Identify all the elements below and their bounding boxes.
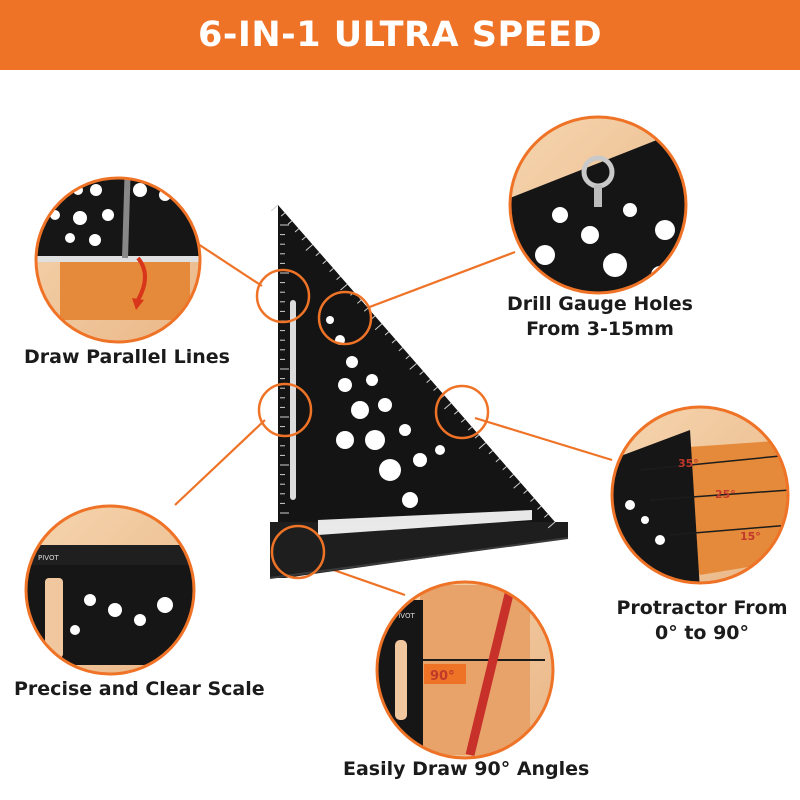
ruler-tick bbox=[398, 347, 403, 352]
callout-protractor: 35° 25° 15° bbox=[610, 405, 790, 585]
ruler-tick bbox=[513, 481, 521, 489]
ruler-tick bbox=[374, 323, 383, 331]
ruler-tick bbox=[433, 386, 438, 391]
callout-drill-gauge bbox=[508, 115, 688, 295]
angle-label-15: 15° bbox=[740, 530, 761, 543]
callout-angle-pivot: PIVOT bbox=[394, 612, 415, 620]
ruler-tick bbox=[384, 331, 390, 336]
ruler-tick bbox=[405, 355, 410, 360]
callout-precise-scale: PIVOT bbox=[24, 504, 196, 676]
label-drill-line2: From 3-15mm bbox=[526, 318, 674, 340]
speed-square-ruler-ticks bbox=[270, 204, 556, 529]
drill-gauge-holes bbox=[326, 316, 445, 508]
label-angle-text: Easily Draw 90° Angles bbox=[343, 758, 590, 780]
ruler-tick bbox=[287, 220, 293, 225]
ruler-tick bbox=[322, 260, 327, 265]
ruler-tick bbox=[547, 521, 556, 529]
header-banner: 6-IN-1 ULTRA SPEED bbox=[0, 0, 800, 70]
ruler-tick bbox=[391, 339, 397, 344]
drill-hole bbox=[435, 445, 445, 455]
ruler-tick bbox=[294, 228, 300, 233]
angle-label-90: 90° bbox=[430, 669, 455, 684]
drill-hole bbox=[365, 430, 385, 450]
highlight-circles bbox=[255, 268, 490, 580]
ruler-tick bbox=[474, 434, 480, 439]
banner-title: 6-IN-1 ULTRA SPEED bbox=[197, 15, 602, 55]
ruler-tick bbox=[280, 212, 286, 217]
ruler-tick bbox=[444, 402, 452, 410]
ruler-tick bbox=[453, 410, 459, 415]
angle-label-35: 35° bbox=[678, 457, 699, 470]
ruler-tick bbox=[336, 275, 341, 280]
drill-hole bbox=[346, 356, 358, 368]
notch-column bbox=[290, 300, 296, 500]
ruler-tick bbox=[460, 418, 466, 423]
ruler-tick bbox=[409, 363, 417, 370]
label-precise-scale: Precise and Clear Scale bbox=[14, 677, 265, 702]
speed-square-tool bbox=[269, 204, 569, 579]
ruler-tick bbox=[478, 442, 487, 449]
ruler-tick bbox=[419, 371, 424, 376]
ruler-tick bbox=[537, 505, 542, 510]
drill-hole bbox=[338, 378, 352, 392]
ruler-tick bbox=[509, 474, 514, 479]
callout-scale-pivot: PIVOT bbox=[38, 554, 59, 562]
ruler-tick bbox=[502, 466, 507, 471]
ruler-tick bbox=[301, 236, 307, 241]
label-protractor: Protractor From 0° to 90° bbox=[607, 596, 797, 646]
label-scale-text: Precise and Clear Scale bbox=[14, 678, 265, 700]
ruler-tick bbox=[329, 268, 334, 273]
angle-label-25: 25° bbox=[715, 488, 736, 501]
ruler-tick bbox=[315, 252, 320, 257]
label-protractor-line2: 0° to 90° bbox=[654, 622, 750, 644]
callout-90-degree: 90° PIVOT bbox=[375, 580, 555, 760]
drill-hole bbox=[351, 401, 369, 419]
drill-hole bbox=[379, 459, 401, 481]
ruler-tick bbox=[305, 244, 313, 251]
pencil-icon bbox=[122, 178, 131, 259]
drill-hole bbox=[399, 424, 411, 436]
ruler-tick bbox=[488, 450, 494, 455]
label-protractor-line1: Protractor From bbox=[616, 597, 788, 619]
ruler-tick bbox=[530, 497, 535, 502]
drill-hole bbox=[378, 398, 392, 412]
ruler-tick bbox=[340, 283, 348, 291]
speed-square-slot bbox=[318, 510, 532, 535]
ruler-tick bbox=[467, 426, 473, 431]
label-draw-parallel-lines: Draw Parallel Lines bbox=[24, 345, 230, 370]
callout-parallel-lines bbox=[34, 176, 202, 344]
ruler-tick bbox=[357, 299, 362, 304]
label-drill-line1: Drill Gauge Holes bbox=[506, 293, 693, 315]
drill-hole bbox=[366, 374, 378, 386]
drill-hole bbox=[413, 453, 427, 467]
ruler-tick bbox=[363, 307, 369, 312]
ruler-tick bbox=[426, 378, 431, 383]
label-drill-gauge: Drill Gauge Holes From 3-15mm bbox=[500, 292, 700, 342]
ruler-tick bbox=[495, 458, 500, 463]
label-parallel-text: Draw Parallel Lines bbox=[24, 346, 230, 368]
ruler-tick bbox=[270, 204, 279, 212]
speed-square-base-fence bbox=[270, 522, 568, 578]
label-90-angles: Easily Draw 90° Angles bbox=[343, 757, 589, 782]
ring-bolt-icon bbox=[581, 155, 615, 207]
drill-hole bbox=[326, 316, 334, 324]
ruler-tick bbox=[523, 489, 528, 494]
ruler-tick bbox=[543, 513, 549, 518]
drill-hole bbox=[402, 492, 418, 508]
curved-arrow-icon bbox=[136, 256, 147, 301]
drill-hole bbox=[336, 431, 354, 449]
